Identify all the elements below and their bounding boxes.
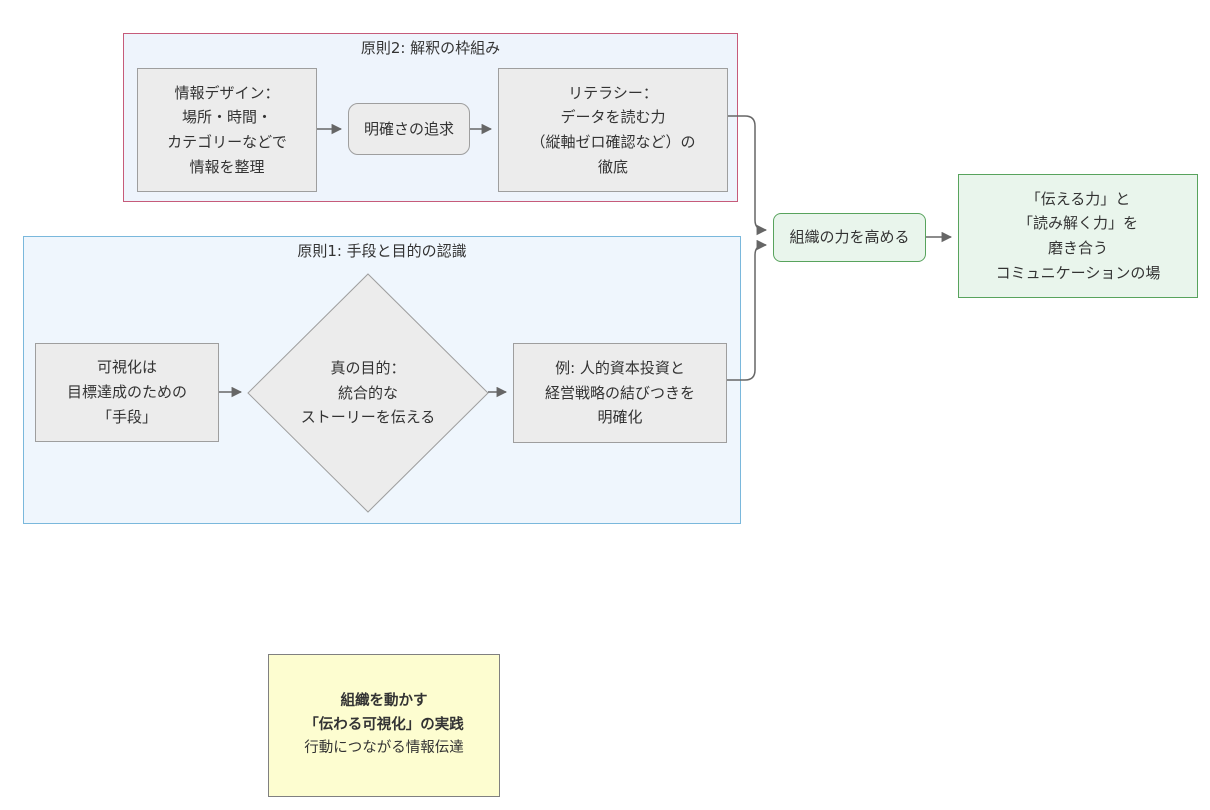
edge-literacy-to-strengthen <box>728 115 768 236</box>
node-literacy: リテラシー： データを読む力 （縦軸ゼロ確認など）の 徹底 <box>498 68 728 192</box>
node-strengthen-organization: 組織の力を高める <box>773 213 926 262</box>
cluster-principle2-title: 原則2: 解釈の枠組み <box>360 39 501 57</box>
node-visualization-means: 可視化は 目標達成のための 「手段」 <box>35 343 219 442</box>
cluster-principle1-title: 原則1: 手段と目的の認識 <box>297 242 467 260</box>
node-practice-subtitle: 行動につながる情報伝達 <box>304 740 464 757</box>
node-practice: 組織を動かす 「伝わる可視化」の実践 行動につながる情報伝達 <box>268 654 500 797</box>
node-clarity: 明確さの追求 <box>348 103 470 155</box>
node-communication-place: 「伝える力」と 「読み解く力」を 磨き合う コミュニケーションの場 <box>958 174 1198 298</box>
node-practice-title: 組織を動かす 「伝わる可視化」の実践 <box>304 692 464 733</box>
node-true-purpose: 真の目的： 統合的な ストーリーを伝える <box>300 358 436 427</box>
edge-example-to-strengthen <box>727 239 768 381</box>
node-example: 例: 人的資本投資と 経営戦略の結びつきを 明確化 <box>513 343 727 443</box>
diamond-true-purpose-shape <box>247 273 489 513</box>
node-info-design: 情報デザイン： 場所・時間・ カテゴリーなどで 情報を整理 <box>137 68 317 192</box>
